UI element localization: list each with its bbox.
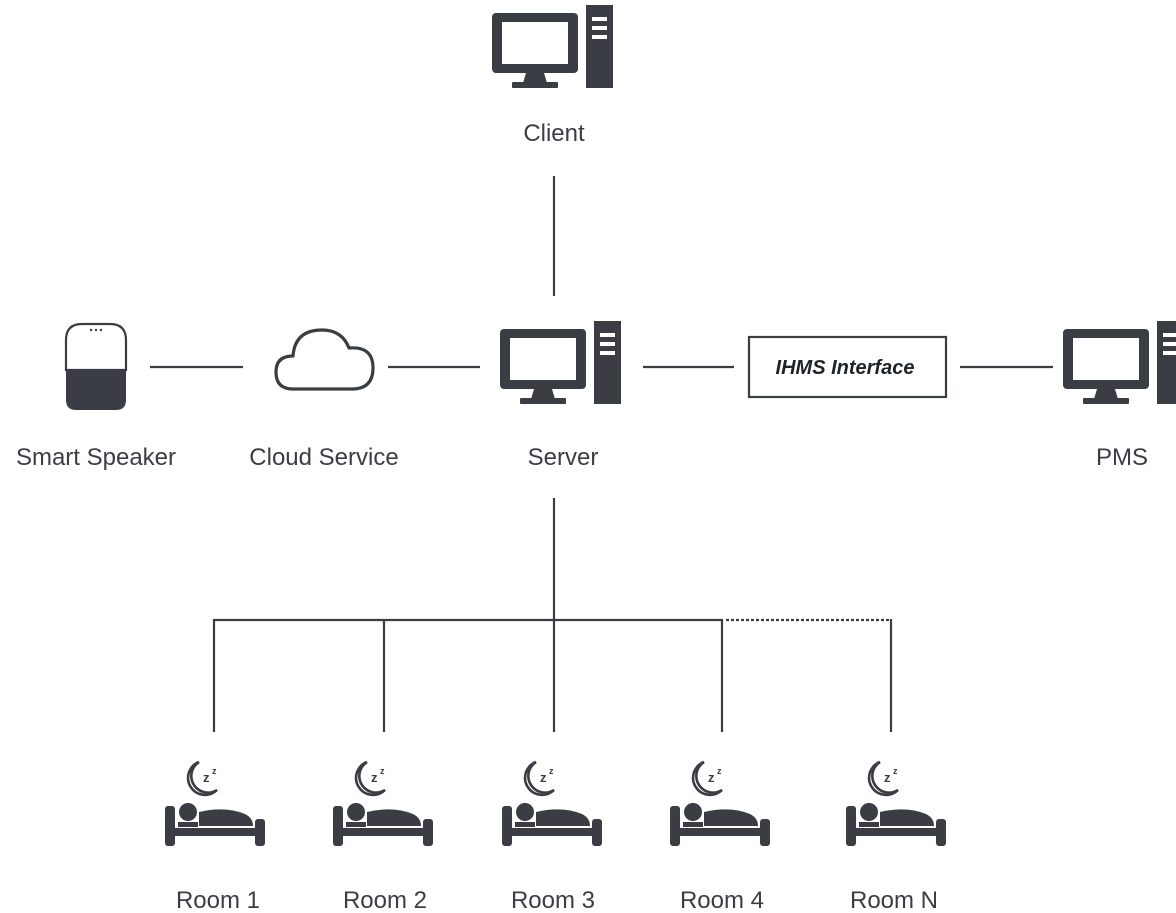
desktop-computer-icon [1063, 321, 1176, 404]
sleeping-bed-icon [500, 760, 604, 848]
client-node: Client [492, 5, 613, 147]
sleeping-bed-icon [331, 760, 435, 848]
smart-speaker-icon [64, 322, 128, 410]
room-label: Room 3 [511, 887, 595, 913]
room-label: Room 1 [176, 887, 260, 913]
interface-box [747, 335, 948, 399]
sleeping-bed-icon [844, 760, 948, 848]
cloud-icon [274, 328, 375, 391]
server-node: Server [500, 321, 621, 471]
room-3: Room 3 [500, 760, 604, 913]
connection-lines [150, 176, 1053, 732]
ihms-interface-node: IHMS Interface [747, 335, 948, 399]
smart-speaker-label: Smart Speaker [16, 444, 176, 471]
cloud-service-node: Cloud Service [249, 328, 399, 471]
room-2: Room 2 [331, 760, 435, 913]
room-n: Room N [844, 760, 948, 913]
room-label: Room N [850, 887, 938, 913]
room-label: Room 4 [680, 887, 764, 913]
desktop-computer-icon [500, 321, 621, 404]
sleeping-bed-icon [668, 760, 772, 848]
pms-label: PMS [1096, 444, 1148, 471]
room-4: Room 4 [668, 760, 772, 913]
room-1: Room 1 [163, 760, 267, 913]
server-label: Server [528, 444, 599, 471]
smart-speaker-node: Smart Speaker [16, 322, 176, 471]
interface-label: IHMS Interface [776, 357, 915, 379]
room-label: Room 2 [343, 887, 427, 913]
desktop-computer-icon [492, 5, 613, 88]
cloud-service-label: Cloud Service [249, 444, 398, 471]
client-label: Client [523, 120, 585, 147]
sleeping-bed-icon [163, 760, 267, 848]
pms-node: PMS [1063, 321, 1176, 471]
